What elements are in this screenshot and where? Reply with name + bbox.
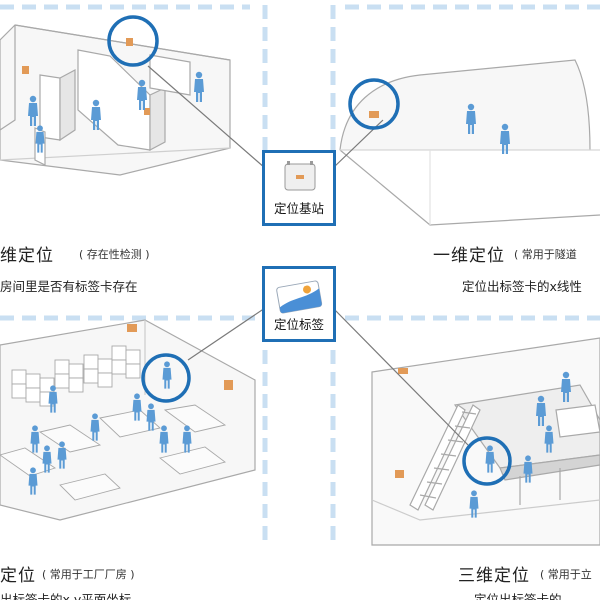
person-figure [90,413,100,441]
person-figure [57,441,67,469]
person-figure [48,385,58,413]
person-figure [523,455,533,483]
person-figure [544,425,554,453]
person-figure [35,125,45,153]
highlight-circles [107,15,512,486]
q1-base-device [144,108,150,115]
q1-base-device [22,66,29,74]
q2-paren: ( 常用于隧道 [514,248,577,261]
highlight-circle-q3 [141,353,191,403]
person-figure [30,425,40,453]
q1-title: 维定位 [0,246,54,266]
q2-base-device [369,111,379,118]
q4-title: 三维定位 [458,566,530,586]
base-station-label: 定位基站 [273,201,324,216]
q4-base-device [395,470,404,478]
person-figure [28,467,38,495]
q4-subtitle: 定位出标签卡的 [474,592,562,600]
person-figure [91,99,101,130]
person-figure [42,445,52,473]
q4-base-device [398,368,408,374]
q3-title: 定位 [0,566,36,586]
person-figure [561,371,571,402]
q3-subtitle: 出标签卡的x,y平面坐标 [0,592,132,600]
connector-lines [147,65,469,446]
person-figure [28,95,38,126]
q1-room [0,24,231,176]
highlight-circle-q2 [348,78,400,130]
person-figure [500,123,510,154]
person-figure [194,71,204,102]
q1-paren: ( 存在性检测 ) [79,248,150,261]
highlight-circle-q1 [107,15,159,67]
q1-subtitle: 房间里是否有标签卡存在 [0,279,138,294]
q4-paren: ( 常用于立 [540,568,592,581]
q2-title: 一维定位 [433,246,505,266]
q3-base-device [224,380,233,390]
tag-box: 定位标签 [262,266,336,342]
tag-card-icon [276,280,323,314]
q3-shelves [0,345,227,501]
people-group [28,71,571,518]
person-figure [159,425,169,453]
q1-base-device-circled [126,38,133,46]
base-station-box: 定位基站 [262,150,336,226]
q2-tunnel [339,59,600,226]
q3-paren: ( 常用于工厂厂房 ) [42,568,135,581]
tag-label: 定位标签 [273,317,324,332]
q3-base-device [127,324,137,332]
highlight-circle-q4 [462,436,512,486]
base-station-icon [284,161,316,191]
dashed-frames [0,4,600,545]
person-figure [137,79,147,110]
person-figure [536,395,546,426]
q2-subtitle: 定位出标签卡的x线性 [462,279,582,294]
person-figure [466,103,476,134]
person-figure [469,490,479,518]
person-figure [162,361,172,389]
person-figure [146,403,156,431]
person-figure [485,445,495,473]
person-figure [182,425,192,453]
person-figure [132,393,142,421]
